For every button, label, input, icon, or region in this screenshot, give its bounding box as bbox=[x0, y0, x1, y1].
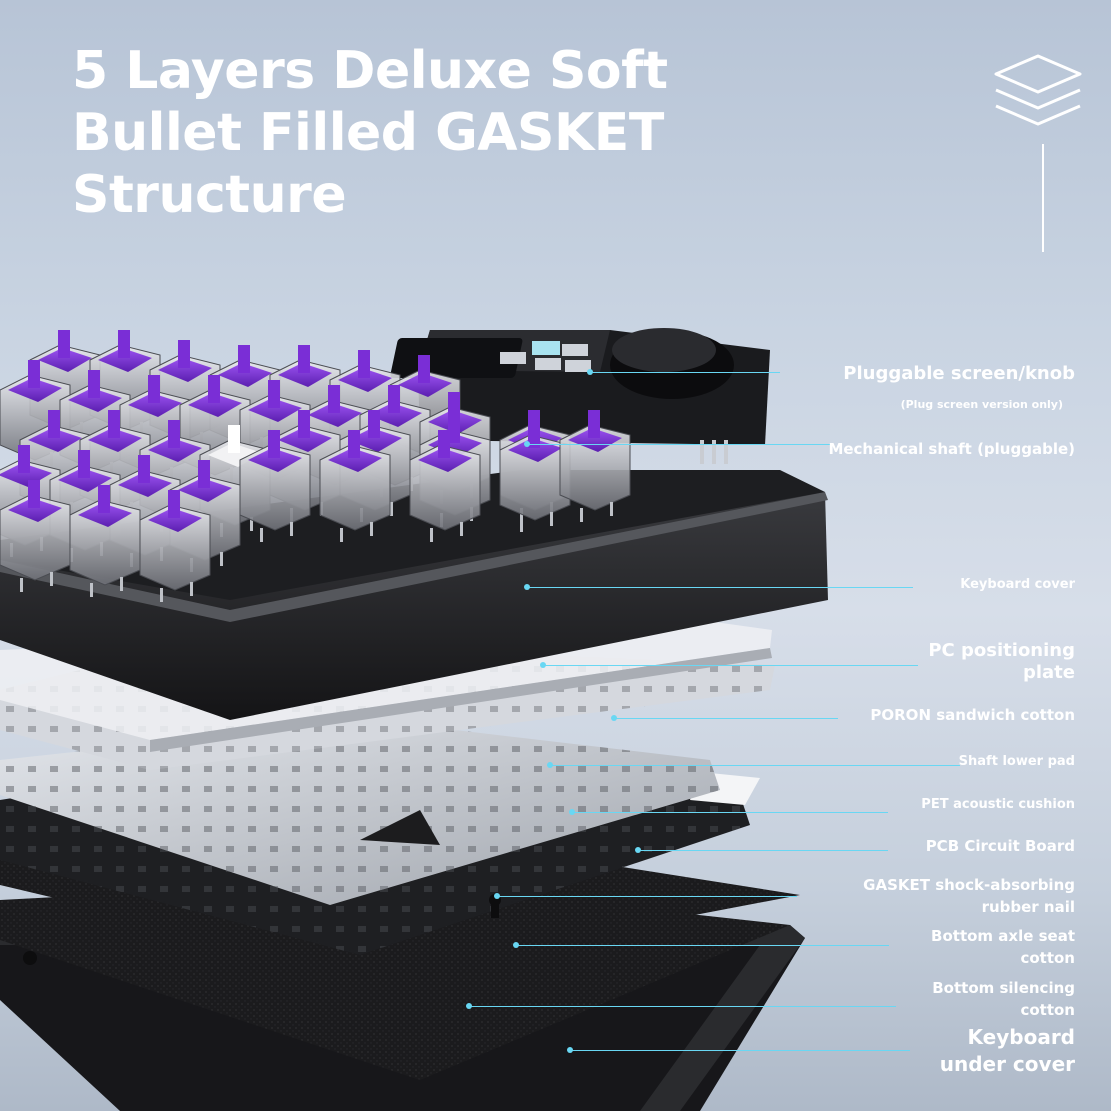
leader-dot-shaft bbox=[524, 441, 530, 447]
label-subtext: (Plug screen version only) bbox=[900, 398, 1063, 411]
leader-dot-pcb bbox=[635, 847, 641, 853]
label-text: Mechanical shaft (pluggable) bbox=[828, 440, 1075, 458]
label-bottom-axle-seat-cotton: Bottom axle seat cotton bbox=[931, 925, 1075, 969]
title-line-2: Bullet Filled GASKET bbox=[72, 103, 664, 163]
label-text: Pluggable screen/knob bbox=[843, 363, 1075, 384]
screen-knob-module bbox=[390, 328, 770, 464]
label-text: PET acoustic cushion bbox=[921, 797, 1075, 812]
label-text-line-2: under cover bbox=[939, 1052, 1075, 1076]
label-plug-screen-note: (Plug screen version only) bbox=[901, 398, 1063, 412]
leader-line-pet bbox=[572, 812, 888, 813]
switch bbox=[139, 490, 211, 602]
leader-dot-axle-seat bbox=[513, 942, 519, 948]
label-text-line-2: cotton bbox=[1020, 1001, 1075, 1019]
divider-line bbox=[1042, 144, 1044, 252]
label-text: Bottom silencing bbox=[932, 979, 1075, 997]
leader-dot-poron bbox=[611, 715, 617, 721]
leader-line-poron bbox=[614, 718, 838, 719]
label-text-line-2: rubber nail bbox=[981, 898, 1075, 916]
label-pluggable-screen-knob: Pluggable screen/knob bbox=[843, 363, 1075, 386]
label-pcb-circuit-board: PCB Circuit Board bbox=[926, 837, 1075, 856]
shaft-lower-pad bbox=[0, 720, 720, 905]
leader-line-axle-seat bbox=[516, 945, 889, 946]
leader-line-screen bbox=[590, 372, 780, 373]
label-keyboard-under-cover: Keyboard under cover bbox=[940, 1024, 1075, 1078]
label-text: Shaft lower pad bbox=[958, 754, 1075, 769]
leader-line-shaft bbox=[527, 444, 830, 445]
label-gasket-rubber-nail: GASKET shock-absorbing rubber nail bbox=[863, 874, 1075, 918]
label-bottom-silencing-cotton: Bottom silencing cotton bbox=[932, 977, 1075, 1021]
leader-dot-lower-pad bbox=[547, 762, 553, 768]
label-text-line-2: cotton bbox=[1020, 949, 1075, 967]
title-line-1: 5 Layers Deluxe Soft bbox=[72, 41, 668, 101]
leader-line-pcb bbox=[638, 850, 888, 851]
leader-line-pc-plate bbox=[543, 665, 918, 666]
leader-dot-cover bbox=[524, 584, 530, 590]
label-keyboard-cover: Keyboard cover bbox=[960, 577, 1075, 593]
leader-dot-silencing bbox=[466, 1003, 472, 1009]
label-mechanical-shaft: Mechanical shaft (pluggable) bbox=[828, 440, 1075, 459]
label-text: Keyboard bbox=[967, 1025, 1075, 1049]
leader-line-cover bbox=[527, 587, 913, 588]
switch bbox=[409, 430, 481, 542]
label-text: GASKET shock-absorbing bbox=[863, 876, 1075, 894]
page-title: 5 Layers Deluxe Soft Bullet Filled GASKE… bbox=[72, 40, 668, 226]
label-text: PC positioning bbox=[928, 640, 1075, 661]
switch bbox=[239, 430, 311, 542]
label-text: PORON sandwich cotton bbox=[870, 706, 1075, 724]
label-text-line-2: plate bbox=[1022, 662, 1075, 683]
switch bbox=[69, 485, 141, 597]
leader-line-lower-pad bbox=[550, 765, 960, 766]
switch bbox=[559, 410, 631, 522]
label-poron-sandwich-cotton: PORON sandwich cotton bbox=[870, 706, 1075, 725]
leader-dot-gasket bbox=[494, 893, 500, 899]
label-pet-acoustic-cushion: PET acoustic cushion bbox=[921, 797, 1075, 813]
leader-dot-screen bbox=[587, 369, 593, 375]
stacked-layers-icon bbox=[994, 54, 1082, 126]
mechanical-switches bbox=[0, 330, 631, 602]
label-text: PCB Circuit Board bbox=[925, 837, 1075, 855]
switch bbox=[319, 430, 391, 542]
label-text: Bottom axle seat bbox=[931, 927, 1075, 945]
label-text: Keyboard cover bbox=[960, 577, 1075, 592]
leader-dot-under-cover bbox=[567, 1047, 573, 1053]
title-line-3: Structure bbox=[72, 165, 347, 225]
leader-dot-pet bbox=[569, 809, 575, 815]
leader-dot-pc-plate bbox=[540, 662, 546, 668]
leader-line-under-cover bbox=[570, 1050, 910, 1051]
leader-line-silencing bbox=[469, 1006, 896, 1007]
label-shaft-lower-pad: Shaft lower pad bbox=[959, 754, 1075, 770]
label-pc-positioning-plate: PC positioning plate bbox=[928, 640, 1075, 684]
leader-line-gasket bbox=[497, 896, 797, 897]
